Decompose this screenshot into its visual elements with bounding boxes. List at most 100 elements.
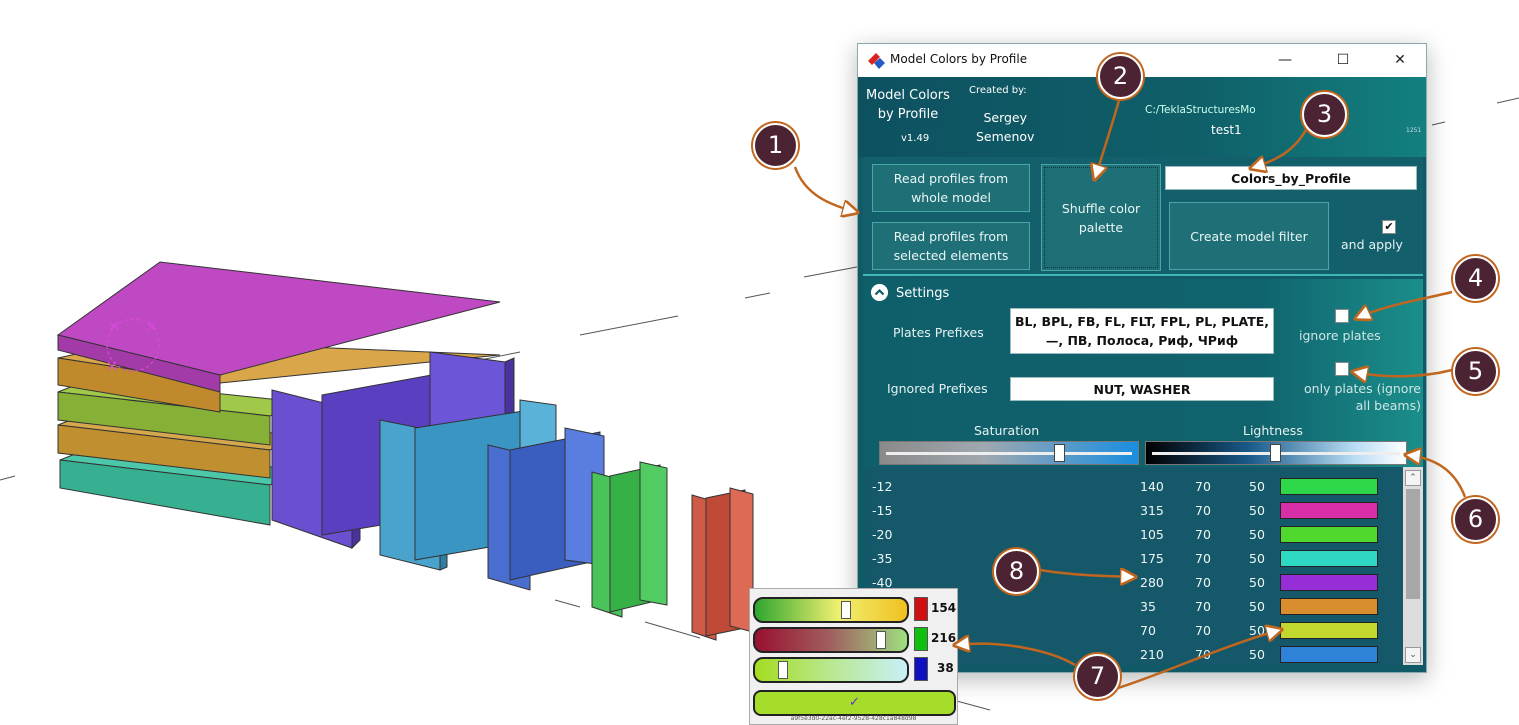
model-colors-window[interactable]: Model Colors by Profile — ☐ ✕ Model Colo… <box>857 43 1427 673</box>
ignore-plates-checkbox[interactable] <box>1335 309 1349 323</box>
profile-lightness: 50 <box>1249 551 1265 566</box>
close-icon[interactable]: ✕ <box>1394 52 1406 68</box>
callout-8: 8 <box>994 549 1039 594</box>
plates-prefixes-line2: —, ПВ, Полоса, Риф, ЧРиф <box>1045 333 1239 348</box>
list-scrollbar[interactable]: ⌃ ⌄ <box>1403 467 1423 665</box>
profile-color-swatch[interactable] <box>1280 550 1378 567</box>
profile-hue: 315 <box>1140 503 1164 518</box>
model-path: C:/TeklaStructuresModels/tes <box>1145 104 1255 116</box>
profile-color-swatch[interactable] <box>1280 598 1378 615</box>
only-plates-checkbox[interactable] <box>1335 362 1349 376</box>
read-whole-line1: Read profiles from <box>893 171 1009 186</box>
lightness-slider[interactable] <box>1145 441 1407 465</box>
profile-color-swatch[interactable] <box>1280 622 1378 639</box>
beam-green[interactable] <box>591 461 668 618</box>
red-channel-slider[interactable] <box>753 597 909 623</box>
profile-lightness: 50 <box>1249 575 1265 590</box>
profile-color-swatch[interactable] <box>1280 526 1378 543</box>
profile-hue: 140 <box>1140 479 1164 494</box>
profile-name: -35 <box>872 551 893 566</box>
read-selected-line2: selected elements <box>893 248 1009 263</box>
profile-saturation: 70 <box>1195 623 1211 638</box>
read-whole-line2: whole model <box>911 190 991 205</box>
and-apply-checkbox[interactable]: ✔ <box>1382 220 1396 234</box>
color-picker-popup[interactable]: 154 216 38 ✓ a9f5e3d0-22ac-4ef2-9528-428… <box>749 588 958 725</box>
profile-saturation: 70 <box>1195 575 1211 590</box>
app-name-line2: by Profile <box>877 107 939 122</box>
red-channel-swatch <box>914 597 928 621</box>
profile-name: -12 <box>872 479 893 494</box>
profile-color-swatch[interactable] <box>1280 502 1378 519</box>
profile-color-swatch[interactable] <box>1280 646 1378 663</box>
plates-prefixes-input[interactable]: BL, BPL, FB, FL, FLT, FPL, PL, PLATE, —, … <box>1010 308 1274 354</box>
plate-stack[interactable] <box>56 261 501 526</box>
profile-lightness: 50 <box>1249 527 1265 542</box>
red-channel-value: 154 <box>931 601 957 615</box>
beam-blue[interactable] <box>487 427 605 591</box>
settings-title: Settings <box>896 286 950 301</box>
read-whole-model-button[interactable]: Read profiles from whole model <box>872 164 1030 212</box>
saturation-label: Saturation <box>974 423 1040 438</box>
create-model-filter-button[interactable]: Create model filter <box>1169 202 1329 270</box>
apply-color-button[interactable]: ✓ <box>753 690 956 716</box>
profile-name: -20 <box>872 527 893 542</box>
color-id-text: a9f5e3d0-22ac-4ef2-9528-428c1a848d98 <box>790 715 917 722</box>
author-line1: Sergey <box>983 110 1028 125</box>
minimize-icon[interactable]: — <box>1278 52 1292 68</box>
profile-saturation: 70 <box>1195 599 1211 614</box>
profile-saturation: 70 <box>1195 503 1211 518</box>
callout-4: 4 <box>1453 256 1498 301</box>
callout-5: 5 <box>1453 349 1498 394</box>
tekla-logo-icon <box>868 53 885 69</box>
maximize-icon[interactable]: ☐ <box>1336 52 1350 68</box>
red-channel-thumb[interactable] <box>841 601 851 619</box>
plates-prefixes-label: Plates Prefixes <box>893 325 984 340</box>
filter-name-input[interactable]: Colors_by_Profile <box>1165 166 1417 190</box>
blue-channel-slider[interactable] <box>753 657 909 683</box>
ignored-prefixes-input[interactable]: NUT, WASHER <box>1010 377 1274 401</box>
profile-color-swatch[interactable] <box>1280 574 1378 591</box>
scroll-down-icon[interactable]: ⌄ <box>1405 647 1421 663</box>
profile-lightness: 50 <box>1249 623 1265 638</box>
only-plates-line2: all beams) <box>1355 398 1421 413</box>
scroll-thumb[interactable] <box>1406 489 1420 599</box>
lightness-thumb[interactable] <box>1270 444 1281 462</box>
beam-red[interactable] <box>691 487 754 641</box>
chevron-up-icon[interactable] <box>871 284 888 301</box>
profile-lightness: 50 <box>1249 599 1265 614</box>
callout-7: 7 <box>1075 654 1120 699</box>
blue-channel-thumb[interactable] <box>778 661 788 679</box>
plates-prefixes-line1: BL, BPL, FB, FL, FLT, FPL, PL, PLATE, <box>1014 314 1270 329</box>
author-name: Sergey Semenov <box>976 108 1034 146</box>
only-plates-label: only plates (ignore all beams) <box>1281 380 1421 414</box>
profile-hue: 70 <box>1140 623 1156 638</box>
created-by-label: Created by: <box>969 85 1027 96</box>
profile-hue: 210 <box>1140 647 1164 662</box>
profile-lightness: 50 <box>1249 479 1265 494</box>
read-selected-elements-button[interactable]: Read profiles from selected elements <box>872 222 1030 270</box>
green-channel-slider[interactable] <box>753 627 909 653</box>
saturation-track <box>886 452 1132 455</box>
app-name: Model Colors by Profile <box>866 86 950 124</box>
model-name: test1 <box>1211 123 1242 137</box>
read-selected-line1: Read profiles from <box>893 229 1009 244</box>
profile-lightness: 50 <box>1249 647 1265 662</box>
callout-6: 6 <box>1453 497 1498 542</box>
saturation-slider[interactable] <box>879 441 1139 465</box>
scroll-up-icon[interactable]: ⌃ <box>1405 470 1421 486</box>
and-apply-label: and apply <box>1341 237 1403 252</box>
saturation-thumb[interactable] <box>1054 444 1065 462</box>
profile-color-swatch[interactable] <box>1280 478 1378 495</box>
profile-saturation: 70 <box>1195 551 1211 566</box>
window-title: Model Colors by Profile <box>890 52 1028 66</box>
green-channel-thumb[interactable] <box>876 631 886 649</box>
ignore-plates-label: ignore plates <box>1299 328 1381 343</box>
